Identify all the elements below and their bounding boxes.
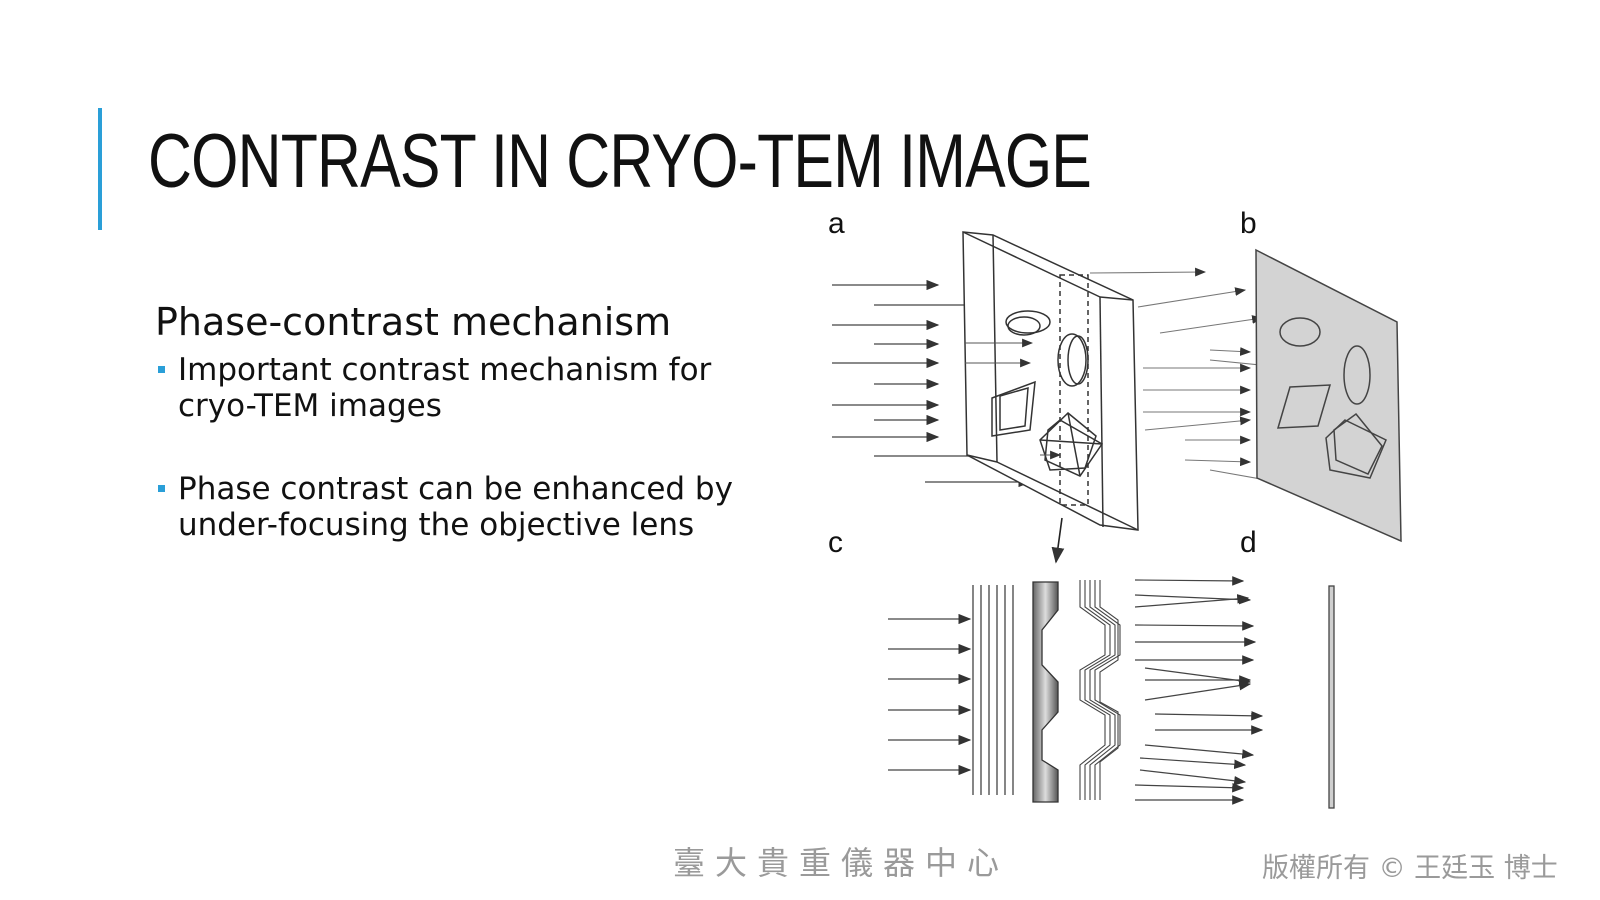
image-plane (1255, 248, 1402, 543)
footer-copyright: 版權所有 © 王廷玉 博士 (1262, 853, 1558, 884)
bullet-text: Phase contrast can be enhanced by under-… (178, 471, 733, 543)
footer-institution: 臺大貴重儀器中心 (673, 844, 1010, 882)
bullet-text: Important contrast mechanism for cryo-TE… (178, 352, 712, 424)
panel-d-detector-plane (1328, 585, 1335, 809)
panel-label-b: b (1240, 207, 1257, 240)
phase-contrast-figure: a b c d (828, 207, 1402, 809)
panel-c-incident-beams (888, 613, 972, 776)
panel-label-c: c (828, 526, 843, 559)
bullet-marker (158, 366, 165, 373)
wavefronts-distorted (1079, 580, 1121, 800)
incident-beams (832, 279, 1032, 488)
detail-pointer-arrow (1051, 517, 1065, 564)
internal-beams (965, 338, 1062, 460)
section-heading: Phase-contrast mechanism (155, 300, 672, 344)
slide-title: CONTRAST IN CRYO-TEM IMAGE (148, 119, 1092, 204)
panel-label-d: d (1240, 526, 1257, 559)
specimen-slab (962, 231, 1139, 531)
wavefronts-planar (972, 585, 1014, 795)
title-accent-bar (98, 108, 102, 230)
panel-c-output-beams (1134, 576, 1264, 805)
phase-object-profile (1032, 581, 1059, 803)
scattered-beams (1089, 267, 1314, 491)
panel-label-a: a (828, 207, 845, 240)
bullet-marker (158, 485, 165, 492)
